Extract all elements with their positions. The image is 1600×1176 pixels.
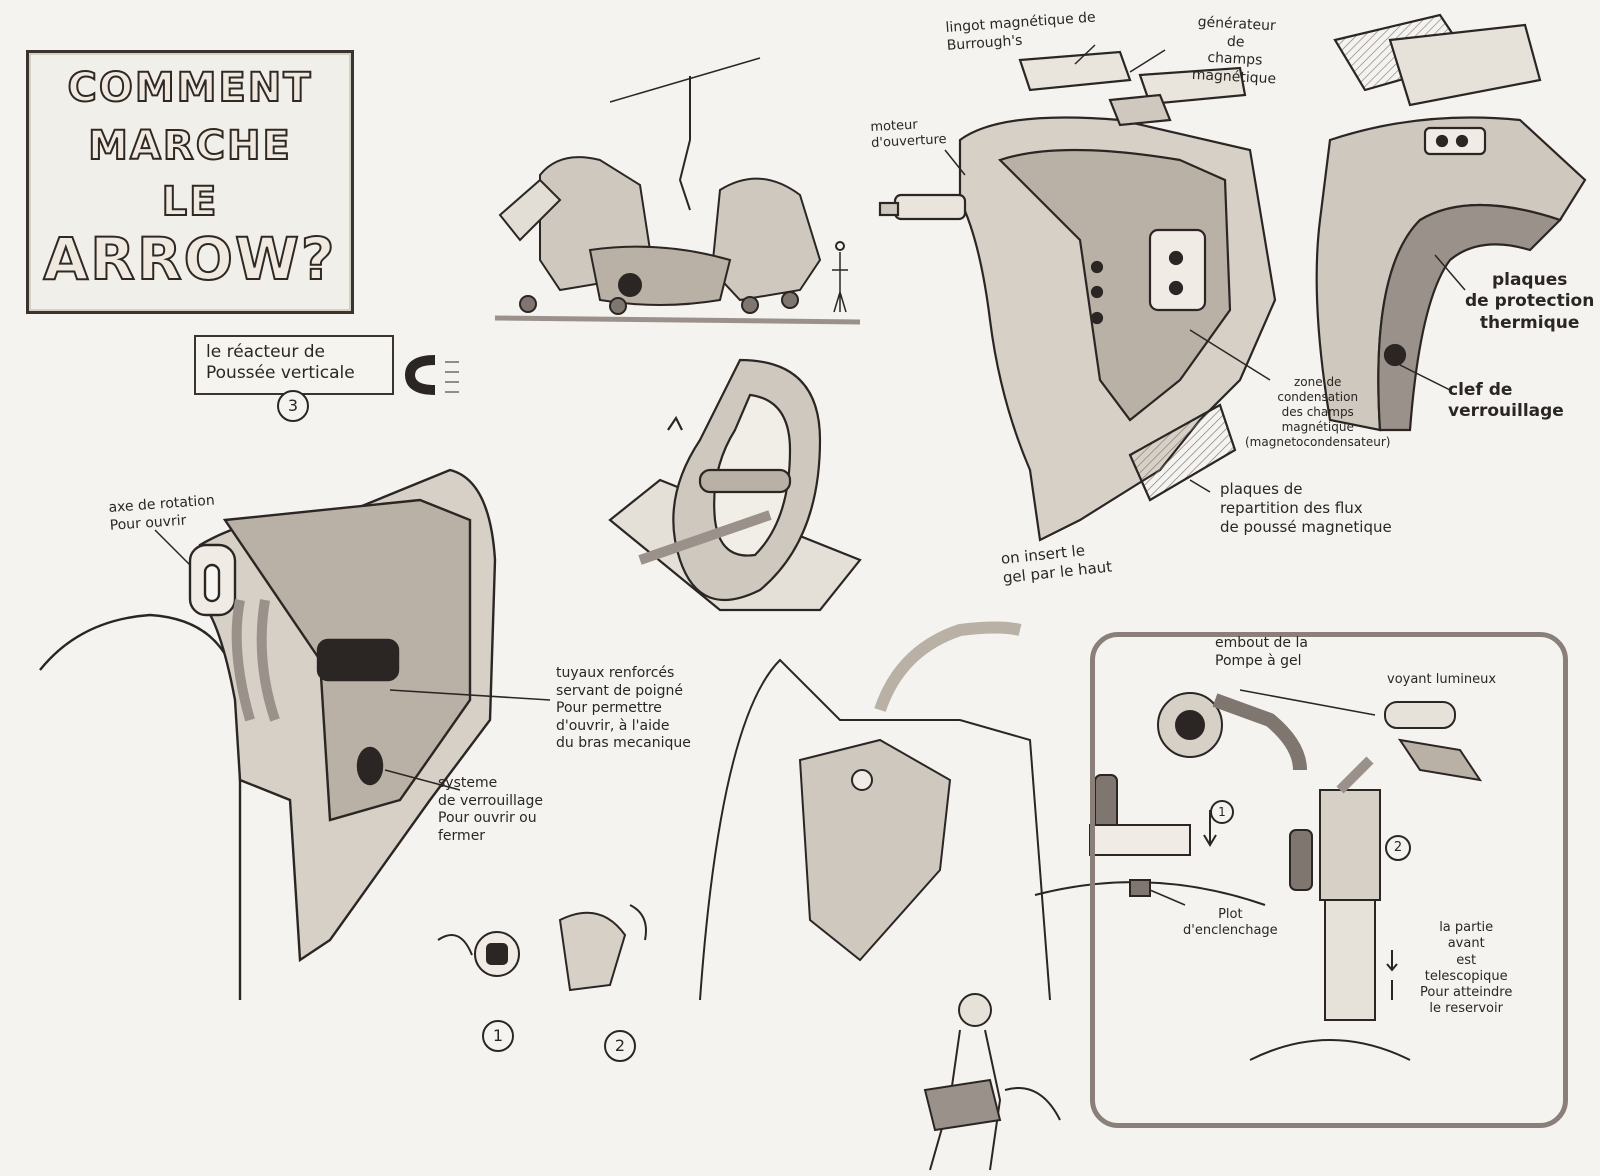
annotation-generateur: générateur de champs magnétique	[1191, 14, 1277, 87]
vehicle-sketch	[494, 57, 861, 325]
title-line-3: LE	[161, 178, 219, 226]
annotation-embout: embout de la Pompe à gel	[1215, 635, 1308, 669]
title-line-1: COMMENT	[66, 64, 313, 112]
lock-step-2: 2	[604, 1030, 636, 1062]
thermal-shield-sketch	[1315, 13, 1587, 432]
annotation-partie: la partie avant est telescopique Pour at…	[1420, 920, 1513, 1017]
annotation-systeme: systeme de verrouillage Pour ouvrir ou f…	[438, 775, 543, 844]
annotation-axe: axe de rotation Pour ouvrir	[108, 492, 216, 534]
annotation-clef: clef de verrouillage	[1448, 380, 1564, 422]
annotation-voyant: voyant lumineux	[1387, 672, 1497, 687]
lock-step-1: 1	[482, 1020, 514, 1052]
subtitle-board: le réacteur de Poussée verticale	[194, 335, 394, 395]
title-line-2: MARCHE	[87, 122, 292, 170]
pump-step-1: 1	[1210, 800, 1234, 824]
ring-mechanism-sketch	[608, 358, 862, 612]
gel-insertion-sketch	[699, 621, 1051, 1001]
pump-step-2: 2	[1385, 835, 1411, 861]
pump-frame	[1090, 632, 1568, 1128]
subtitle-text: le réacteur de Poussée verticale	[206, 342, 355, 384]
lock-steps-sketch	[437, 904, 647, 992]
annotation-plaques-repartition: plaques de repartition des flux de pouss…	[1220, 480, 1392, 536]
character-sketch	[923, 993, 1061, 1171]
leader-lines	[154, 44, 1466, 906]
magnet-icon	[404, 355, 459, 395]
annotation-zone: zone de condensation des champs magnétiq…	[1245, 375, 1391, 449]
pump-detail-sketch	[1034, 692, 1483, 1061]
annotation-plaques-protection: plaques de protection thermique	[1465, 270, 1595, 333]
title-board: COMMENT MARCHE LE ARROW?	[26, 50, 354, 314]
title-line-4: ARROW?	[42, 224, 337, 294]
annotation-moteur: moteur d'ouverture	[870, 117, 947, 152]
reactor-module-sketch	[39, 468, 497, 1000]
annotation-tuyaux: tuyaux renforcés servant de poigné Pour …	[556, 665, 691, 751]
annotation-plot: Plot d'enclenchage	[1183, 907, 1278, 939]
subtitle-number: 3	[277, 390, 309, 422]
reactor-cutaway-sketch	[878, 50, 1277, 542]
